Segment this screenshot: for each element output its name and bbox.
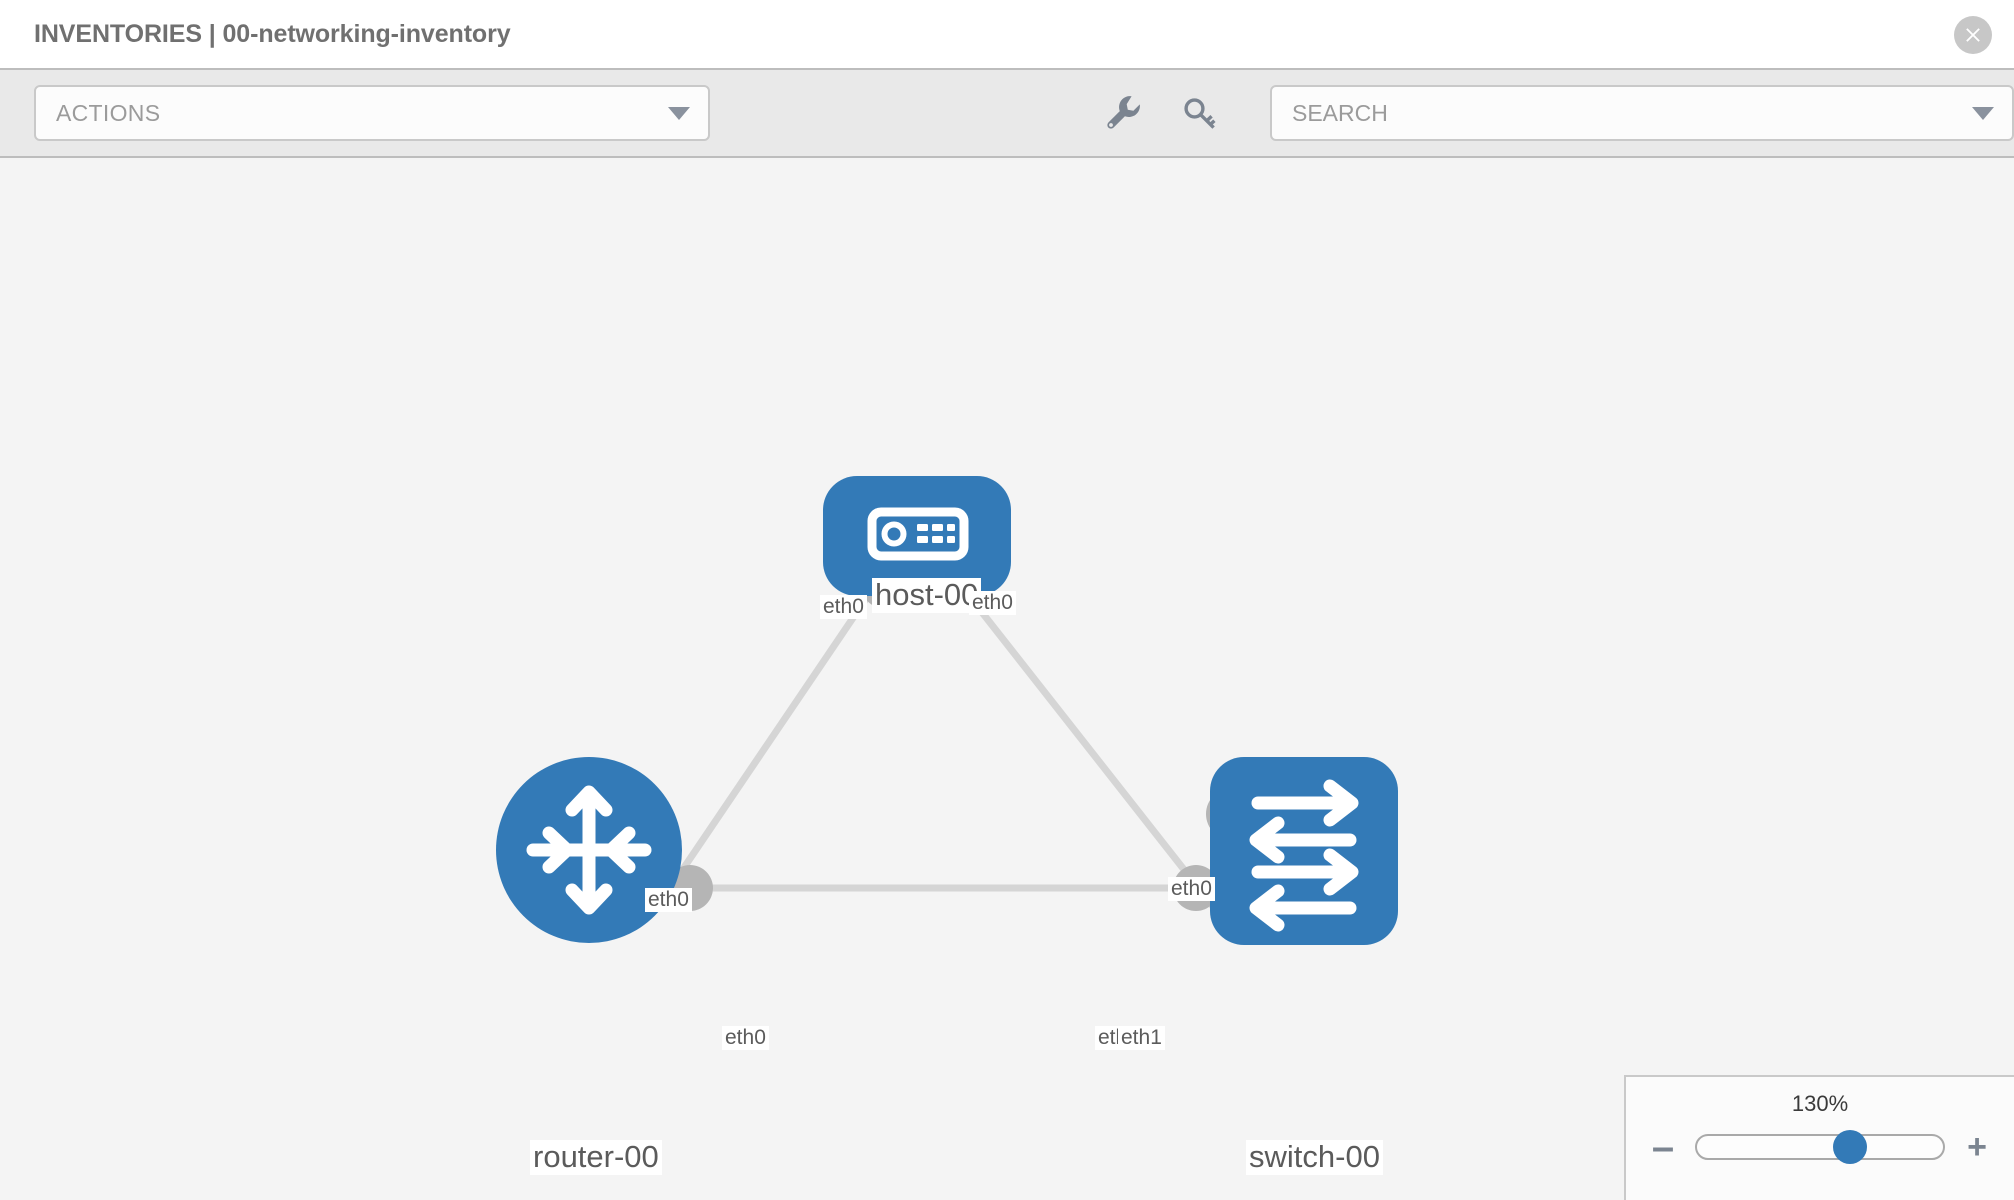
- topology-canvas[interactable]: host-00 router-00 switch-00 eth0 eth0 et…: [0, 158, 2014, 1200]
- topology-graph: [496, 476, 1398, 945]
- search-field[interactable]: [1270, 85, 2014, 141]
- iface-label-host-switch: eth0: [969, 591, 1016, 616]
- toolbar-icon-group: [1100, 90, 1224, 136]
- chevron-down-icon[interactable]: [1972, 106, 1994, 120]
- zoom-out-button[interactable]: –: [1651, 1125, 1675, 1169]
- zoom-control-row: – +: [1626, 1127, 2014, 1167]
- link-host-switch: [952, 575, 1225, 921]
- page-title: INVENTORIES | 00-networking-inventory: [34, 19, 511, 48]
- node-label-host-00: host-00: [872, 578, 982, 613]
- close-icon[interactable]: [1954, 16, 1992, 54]
- search-input[interactable]: [1292, 87, 1972, 139]
- node-host-00[interactable]: [823, 476, 1011, 596]
- key-icon[interactable]: [1178, 90, 1224, 136]
- link-host-router: [657, 576, 883, 905]
- wrench-icon[interactable]: [1100, 90, 1146, 136]
- zoom-level-value: 130%: [1791, 1091, 1849, 1116]
- page-header: INVENTORIES | 00-networking-inventory: [0, 0, 2014, 68]
- actions-dropdown[interactable]: ACTIONS: [34, 85, 710, 141]
- iface-label-router-host: eth0: [645, 888, 692, 913]
- zoom-slider[interactable]: [1695, 1130, 1945, 1164]
- zoom-in-button[interactable]: +: [1967, 1128, 1987, 1166]
- iface-label-switch-host: eth0: [1168, 877, 1215, 902]
- zoom-control-panel: 130% – +: [1624, 1075, 2014, 1200]
- node-label-router-00: router-00: [530, 1140, 662, 1175]
- zoom-slider-thumb[interactable]: [1832, 1130, 1867, 1164]
- node-label-switch-00: switch-00: [1246, 1140, 1383, 1175]
- toolbar: ACTIONS: [0, 68, 2014, 158]
- node-router-00[interactable]: [496, 757, 682, 943]
- node-switch-00[interactable]: [1210, 757, 1398, 945]
- actions-dropdown-label: ACTIONS: [56, 99, 161, 126]
- topology-links: [657, 575, 1225, 921]
- iface-label-host-router: eth0: [820, 595, 867, 620]
- iface-label-switch-router-b: eth1: [1118, 1026, 1165, 1051]
- chevron-down-icon: [668, 106, 690, 120]
- iface-label-router-switch: eth0: [722, 1026, 769, 1051]
